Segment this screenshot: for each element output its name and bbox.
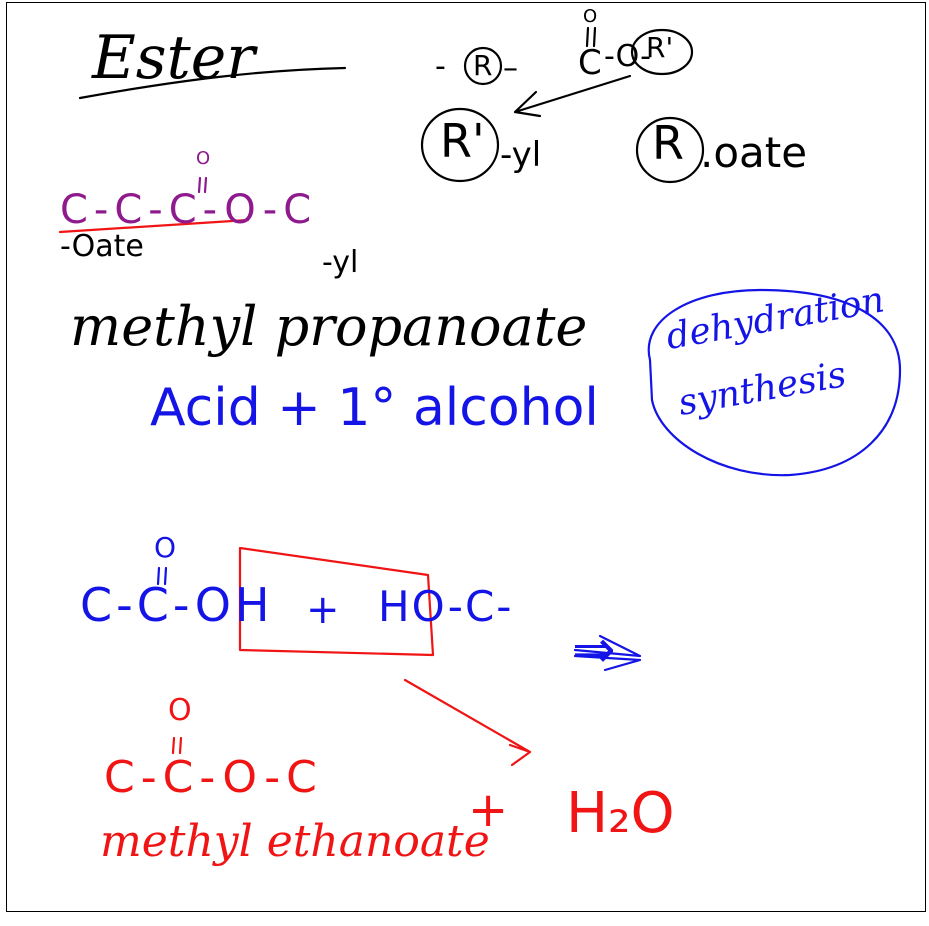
purple-oate-label: -Oate [60, 229, 144, 264]
title-underline [78, 66, 347, 100]
rearrange-arrow [513, 74, 632, 118]
whiteboard-frame [6, 2, 926, 912]
general-dash-left: – [503, 51, 518, 86]
r-circle-label: R [652, 116, 684, 170]
circle-r-left [463, 46, 503, 86]
purple-chain: C-C-C-O-C [60, 187, 318, 233]
general-ester-o: -O- [604, 39, 651, 74]
yl-suffix: -yl [500, 135, 542, 175]
reactant-acid: C-C-OH [80, 578, 274, 632]
reaction-arrow-stroke [573, 634, 642, 672]
reaction-arrow: ⇒ [572, 620, 616, 680]
oate-suffix: .oate [700, 128, 808, 177]
circle-r-right [630, 28, 694, 76]
blue-double-bond-a [156, 566, 161, 586]
reactant-plus: + [306, 587, 340, 633]
red-double-bond-a [171, 736, 176, 755]
purple-carbonyl-o: O [196, 148, 211, 169]
circle-r-prime-big [420, 107, 500, 183]
oate-underline [58, 218, 250, 234]
top-double-bond-a [585, 26, 590, 48]
general-carbonyl-o: O [583, 6, 598, 27]
reactant-carbonyl-o: O [154, 531, 177, 564]
title-dash: - [435, 49, 446, 84]
general-r-right: R' [646, 31, 674, 64]
product-name: methyl ethanoate [100, 816, 490, 867]
product-water: H₂O [566, 781, 675, 846]
water-arrow [403, 678, 532, 767]
circle-r-big [635, 116, 705, 184]
product-structure: C-C-O-C [104, 752, 323, 803]
water-box [238, 546, 435, 657]
top-double-bond-b [592, 26, 597, 48]
name-methyl-propanoate: methyl propanoate [70, 295, 588, 358]
general-r-left: R [473, 49, 493, 82]
red-double-bond-b [178, 736, 183, 755]
r-prime-circle-label: R' [440, 114, 485, 168]
purple-yl-label: -yl [322, 245, 359, 280]
purple-double-bond-b [203, 176, 208, 194]
product-carbonyl-o: O [168, 693, 192, 728]
bubble-outline [647, 288, 902, 477]
reaction-line: Acid + 1° alcohol [150, 378, 599, 438]
general-carbonyl-c: C [578, 43, 602, 83]
product-plus: + [468, 782, 509, 838]
purple-double-bond-a [197, 176, 202, 194]
reactant-alcohol: HO-C- [378, 582, 514, 631]
title-ester: Ester [92, 23, 255, 93]
blue-double-bond-b [163, 566, 168, 586]
